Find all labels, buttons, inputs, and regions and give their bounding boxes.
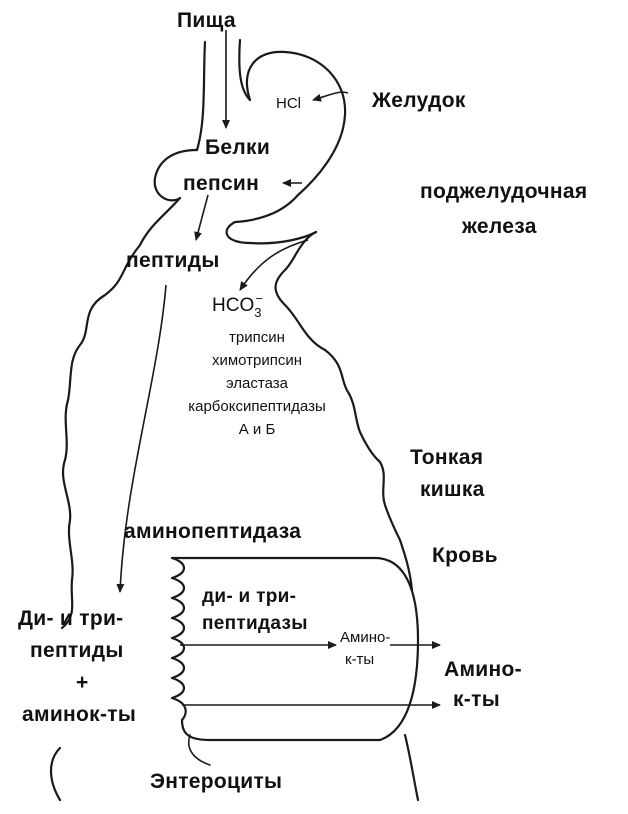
label-dipeptidases-line2: пептидазы (202, 613, 308, 634)
microvilli-border (170, 556, 187, 722)
label-bicarbonate: HCO3− (212, 292, 269, 319)
label-enzyme-trypsin: трипсин (229, 329, 285, 346)
label-enzyme-a-and-b: А и Б (238, 421, 276, 438)
bicarbonate-base: HCO (212, 295, 255, 316)
label-pancreas-line2: железа (462, 215, 537, 238)
esophagus-right-wall (238, 38, 252, 102)
label-enzyme-chymotrypsin: химотрипсин (211, 352, 303, 369)
arrow-hcl-from-stomach (312, 91, 349, 102)
enterocyte-cell (170, 556, 420, 742)
intestine-right-wall (274, 230, 414, 592)
stomach-lesser-curvature (153, 148, 199, 202)
label-amino-right-line2: к-ты (453, 688, 500, 711)
label-hcl: HCl (276, 95, 301, 112)
arrow-proteins-to-peptides (194, 194, 209, 241)
label-pepsin: пепсин (183, 172, 260, 195)
intestine-bottom-curl (49, 746, 62, 802)
arrow-pancreas-secretion (239, 239, 309, 291)
label-amino-right-line1: Амино- (444, 658, 522, 681)
enterocyte-pointer (188, 734, 211, 766)
label-plus: + (76, 671, 89, 694)
label-peptides: пептиды (126, 249, 220, 272)
label-blood: Кровь (432, 544, 498, 567)
label-pancreas-line1: поджелудочная (420, 180, 588, 203)
intestine-left-wall (60, 196, 182, 630)
bicarbonate-subscript: 3 (254, 305, 262, 320)
arrow-peptides-to-di-tri-peptides (116, 284, 167, 593)
intestine-right-lower-wall (403, 733, 420, 802)
label-stomach: Желудок (372, 89, 466, 112)
label-dipeptidases-line1: ди- и три- (202, 586, 297, 607)
label-amino-acids-left: аминок-ты (22, 703, 137, 726)
label-enzyme-carboxypeptidases: карбоксипептидазы (188, 398, 326, 415)
label-amino-inner-line2: к-ты (345, 651, 375, 668)
label-di-tri-peptides-line2: пептиды (30, 639, 124, 662)
label-enterocytes: Энтероциты (150, 770, 283, 793)
label-di-tri-peptides-line1: Ди- и три- (18, 607, 124, 630)
label-small-intestine-line2: кишка (420, 478, 485, 501)
label-food: Пища (177, 9, 236, 32)
label-aminopeptidase: аминопептидаза (124, 520, 302, 543)
stomach-outline (225, 50, 347, 245)
label-small-intestine-line1: Тонкая (410, 446, 484, 469)
label-enzyme-elastase: эластаза (225, 375, 288, 392)
label-amino-inner-line1: Амино- (340, 629, 391, 646)
label-proteins: Белки (205, 136, 271, 159)
esophagus-left-wall (195, 40, 207, 152)
bicarbonate-superscript: − (255, 291, 264, 306)
